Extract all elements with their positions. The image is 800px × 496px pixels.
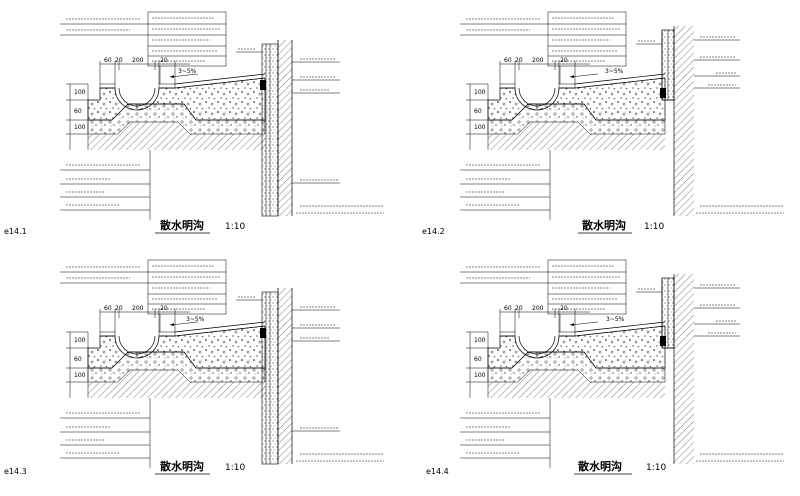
dim-side-1: 100 bbox=[74, 337, 86, 344]
dim-side-2: 60 bbox=[474, 108, 482, 115]
dim-side-1: 100 bbox=[74, 89, 86, 96]
dim-top-4: 20 bbox=[160, 57, 168, 64]
slope-label: 3~5% bbox=[605, 68, 624, 75]
dim-side-3: 100 bbox=[74, 124, 86, 131]
detail-panel-1: 60 20 200 20 100 60 100 3~5% e14.1 散水明沟 … bbox=[4, 11, 385, 236]
dim-side-1: 100 bbox=[474, 337, 486, 344]
detail-code: e14.4 bbox=[426, 467, 449, 476]
slope-label: 3~5% bbox=[606, 316, 625, 323]
detail-scale: 1:10 bbox=[225, 222, 245, 232]
dim-side-3: 100 bbox=[74, 372, 86, 379]
detail-code: e14.1 bbox=[4, 227, 27, 236]
dim-top-1: 60 bbox=[504, 57, 512, 64]
detail-scale: 1:10 bbox=[225, 463, 245, 473]
dim-top-1: 60 bbox=[104, 305, 112, 312]
dim-top-3: 200 bbox=[132, 305, 144, 312]
dim-side-2: 60 bbox=[474, 356, 482, 363]
dim-side-3: 100 bbox=[474, 372, 486, 379]
dim-top-4: 20 bbox=[560, 57, 568, 64]
detail-scale: 1:10 bbox=[646, 463, 666, 473]
dim-top-4: 20 bbox=[560, 305, 568, 312]
dim-top-2: 20 bbox=[515, 305, 523, 312]
dim-top-1: 60 bbox=[104, 57, 112, 64]
detail-panel-4: 60 20 200 20 100 60 100 3~5% e14.4 散水明沟 … bbox=[426, 259, 785, 476]
slope-label: 3~5% bbox=[186, 316, 205, 323]
dim-top-2: 20 bbox=[115, 305, 123, 312]
detail-title: 散水明沟 bbox=[582, 218, 626, 232]
dim-side-3: 100 bbox=[474, 124, 486, 131]
dim-top-3: 200 bbox=[532, 57, 544, 64]
dim-top-4: 20 bbox=[160, 305, 168, 312]
dim-side-2: 60 bbox=[74, 356, 82, 363]
slope-label: 3~5% bbox=[178, 68, 197, 75]
detail-panel-3: 60 20 200 20 100 60 100 3~5% e14.3 散水明沟 … bbox=[4, 259, 385, 476]
dim-top-3: 200 bbox=[132, 57, 144, 64]
detail-title: 散水明沟 bbox=[160, 218, 204, 232]
dim-side-1: 100 bbox=[474, 89, 486, 96]
detail-title: 散水明沟 bbox=[160, 459, 204, 473]
dim-top-2: 20 bbox=[515, 57, 523, 64]
detail-scale: 1:10 bbox=[644, 222, 664, 232]
dim-side-2: 60 bbox=[74, 108, 82, 115]
dim-top-1: 60 bbox=[504, 305, 512, 312]
dim-top-3: 200 bbox=[532, 305, 544, 312]
detail-code: e14.2 bbox=[422, 227, 445, 236]
detail-code: e14.3 bbox=[4, 467, 27, 476]
detail-panel-2: 60 20 200 20 100 60 100 3~5% e14.2 散水明沟 … bbox=[422, 11, 785, 236]
dim-top-2: 20 bbox=[115, 57, 123, 64]
detail-title: 散水明沟 bbox=[578, 459, 622, 473]
